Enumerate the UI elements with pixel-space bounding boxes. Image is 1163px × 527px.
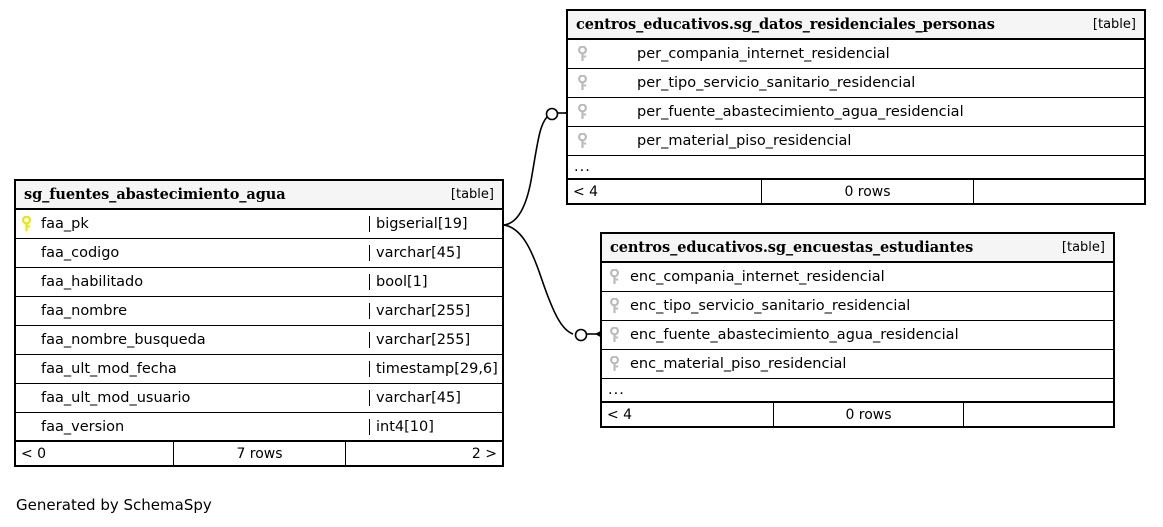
column-type: timestamp[29,6] <box>369 361 502 377</box>
more-columns-indicator: ... <box>568 156 1144 180</box>
table-row[interactable]: faa_codigo varchar[45] <box>16 239 502 268</box>
column-name-cell: per_fuente_abastecimiento_agua_residenci… <box>568 104 1144 120</box>
column-name-cell: faa_pk <box>16 216 369 232</box>
column-type: bool[1] <box>369 274 502 290</box>
foreign-key-icon <box>610 327 623 343</box>
column-name-cell: faa_ult_mod_fecha <box>16 361 369 377</box>
column-name: faa_pk <box>41 216 89 232</box>
column-name-cell: faa_version <box>16 419 369 435</box>
foreign-key-icon <box>610 356 623 372</box>
table-footer: < 0 7 rows 2 > <box>16 442 502 465</box>
table-row[interactable]: faa_nombre varchar[255] <box>16 297 502 326</box>
column-name: enc_fuente_abastecimiento_agua_residenci… <box>630 327 959 343</box>
column-name-cell: faa_habilitado <box>16 274 369 290</box>
table-row[interactable]: faa_ult_mod_usuario varchar[45] <box>16 384 502 413</box>
column-name: faa_codigo <box>41 245 120 261</box>
more-columns-indicator: ... <box>602 379 1113 403</box>
column-name-cell: enc_fuente_abastecimiento_agua_residenci… <box>602 327 1113 343</box>
table-sg-datos-residenciales-personas[interactable]: centros_educativos.sg_datos_residenciale… <box>566 9 1146 205</box>
table-row[interactable]: enc_fuente_abastecimiento_agua_residenci… <box>602 321 1113 350</box>
table-footer: < 4 0 rows <box>602 403 1113 426</box>
column-name: faa_nombre <box>41 303 128 319</box>
column-type: varchar[255] <box>369 303 502 319</box>
table-row[interactable]: faa_version int4[10] <box>16 413 502 442</box>
column-name: faa_ult_mod_fecha <box>41 361 177 377</box>
footer-child-count[interactable] <box>973 180 1144 203</box>
column-name: per_fuente_abastecimiento_agua_residenci… <box>637 104 964 120</box>
table-row[interactable]: faa_nombre_busqueda varchar[255] <box>16 326 502 355</box>
column-name: faa_version <box>41 418 125 435</box>
footer-row-count: 7 rows <box>173 442 345 465</box>
table-row[interactable]: enc_compania_internet_residencial <box>602 263 1113 292</box>
generated-by-credit: Generated by SchemaSpy <box>16 496 212 514</box>
column-type: bigserial[19] <box>369 216 502 232</box>
column-type: varchar[45] <box>369 245 502 261</box>
foreign-key-icon <box>578 104 591 120</box>
table-row[interactable]: per_tipo_servicio_sanitario_residencial <box>568 69 1144 98</box>
table-row[interactable]: enc_material_piso_residencial <box>602 350 1113 379</box>
table-title: centros_educativos.sg_encuestas_estudian… <box>610 239 974 256</box>
footer-row-count: 0 rows <box>761 180 973 203</box>
table-type-tag: [table] <box>1061 240 1105 255</box>
foreign-key-icon <box>578 133 591 149</box>
column-name: enc_compania_internet_residencial <box>630 269 885 285</box>
column-name: enc_tipo_servicio_sanitario_residencial <box>630 298 911 314</box>
column-type: varchar[45] <box>369 390 502 406</box>
column-name-cell: enc_material_piso_residencial <box>602 356 1113 372</box>
relationship-endpoint-circle-encuestas <box>574 328 588 342</box>
table-header: centros_educativos.sg_datos_residenciale… <box>568 11 1144 40</box>
column-name-cell: enc_compania_internet_residencial <box>602 269 1113 285</box>
table-title: sg_fuentes_abastecimiento_agua <box>24 186 286 203</box>
relationship-line-encuestas <box>503 224 574 335</box>
column-name: faa_ult_mod_usuario <box>41 390 191 406</box>
column-name: faa_habilitado <box>41 274 144 290</box>
column-name: per_compania_internet_residencial <box>637 46 890 62</box>
table-row[interactable]: per_compania_internet_residencial <box>568 40 1144 69</box>
footer-parent-count[interactable]: < 0 <box>21 445 47 462</box>
table-type-tag: [table] <box>450 187 494 202</box>
relationship-line-datos-residenciales <box>503 114 550 226</box>
footer-parent-count[interactable]: < 4 <box>607 406 633 423</box>
column-name-cell: per_compania_internet_residencial <box>568 46 1144 62</box>
column-name: per_material_piso_residencial <box>637 133 852 149</box>
column-list: faa_pk bigserial[19] faa_codigo varchar[… <box>16 210 502 442</box>
footer-child-count[interactable] <box>963 403 1113 426</box>
table-row[interactable]: faa_habilitado bool[1] <box>16 268 502 297</box>
column-name-cell: enc_tipo_servicio_sanitario_residencial <box>602 298 1113 314</box>
column-list: enc_compania_internet_residencial enc_ti… <box>602 263 1113 403</box>
table-row[interactable]: per_material_piso_residencial <box>568 127 1144 156</box>
column-name-cell: faa_nombre <box>16 303 369 319</box>
column-type: int4[10] <box>369 418 502 435</box>
column-name: enc_material_piso_residencial <box>630 356 847 372</box>
table-row[interactable]: enc_tipo_servicio_sanitario_residencial <box>602 292 1113 321</box>
column-name-cell: faa_codigo <box>16 245 369 261</box>
table-type-tag: [table] <box>1092 17 1136 32</box>
relationship-endpoint-circle-datos-residenciales <box>545 107 559 121</box>
foreign-key-icon <box>610 298 623 314</box>
table-footer: < 4 0 rows <box>568 180 1144 203</box>
foreign-key-icon <box>578 46 591 62</box>
foreign-key-icon <box>578 75 591 91</box>
table-header: centros_educativos.sg_encuestas_estudian… <box>602 234 1113 263</box>
primary-key-icon <box>22 216 35 232</box>
table-sg-encuestas-estudiantes[interactable]: centros_educativos.sg_encuestas_estudian… <box>600 232 1115 428</box>
table-sg-fuentes-abastecimiento-agua[interactable]: sg_fuentes_abastecimiento_agua [table] f… <box>14 179 504 467</box>
column-name-cell: faa_ult_mod_usuario <box>16 390 369 406</box>
footer-row-count: 0 rows <box>773 403 963 426</box>
column-name-cell: faa_nombre_busqueda <box>16 332 369 348</box>
column-list: per_compania_internet_residencial per_ti… <box>568 40 1144 180</box>
column-name: per_tipo_servicio_sanitario_residencial <box>637 75 916 91</box>
footer-child-count[interactable]: 2 > <box>345 442 502 465</box>
table-title: centros_educativos.sg_datos_residenciale… <box>576 16 995 33</box>
column-name: faa_nombre_busqueda <box>41 332 206 348</box>
table-row[interactable]: per_fuente_abastecimiento_agua_residenci… <box>568 98 1144 127</box>
foreign-key-icon <box>610 269 623 285</box>
footer-parent-count[interactable]: < 4 <box>573 183 599 200</box>
table-row[interactable]: faa_ult_mod_fecha timestamp[29,6] <box>16 355 502 384</box>
table-row[interactable]: faa_pk bigserial[19] <box>16 210 502 239</box>
column-name-cell: per_material_piso_residencial <box>568 133 1144 149</box>
column-name-cell: per_tipo_servicio_sanitario_residencial <box>568 75 1144 91</box>
table-header: sg_fuentes_abastecimiento_agua [table] <box>16 181 502 210</box>
column-type: varchar[255] <box>369 332 502 348</box>
